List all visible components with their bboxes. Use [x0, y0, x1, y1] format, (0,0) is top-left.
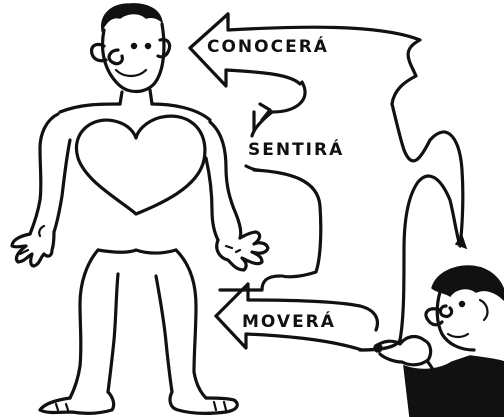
- label-sentira: SENTIRÁ: [248, 140, 345, 160]
- left-arm: [28, 112, 72, 236]
- small-person: [373, 265, 504, 417]
- arrow-to-heart: [244, 110, 323, 279]
- big-loop: [358, 102, 465, 352]
- body-figure: [10, 3, 270, 415]
- heart: [74, 114, 207, 216]
- arrow-connector-head: [258, 102, 272, 122]
- label-movera: MOVERÁ: [242, 312, 336, 332]
- left-foot: [38, 390, 116, 415]
- right-foot: [168, 390, 239, 415]
- left-leg: [68, 248, 120, 400]
- shoulders: [58, 102, 212, 122]
- right-leg: [154, 248, 208, 400]
- arrow-connector: [250, 80, 307, 138]
- head: [90, 3, 172, 106]
- arrow-to-legs: [214, 274, 380, 352]
- arrow-to-head: [188, 12, 422, 106]
- left-hand: [10, 230, 56, 268]
- right-hand: [215, 230, 270, 272]
- waist: [96, 248, 178, 255]
- right-arm: [204, 120, 243, 242]
- label-conocera: CONOCERÁ: [207, 37, 329, 57]
